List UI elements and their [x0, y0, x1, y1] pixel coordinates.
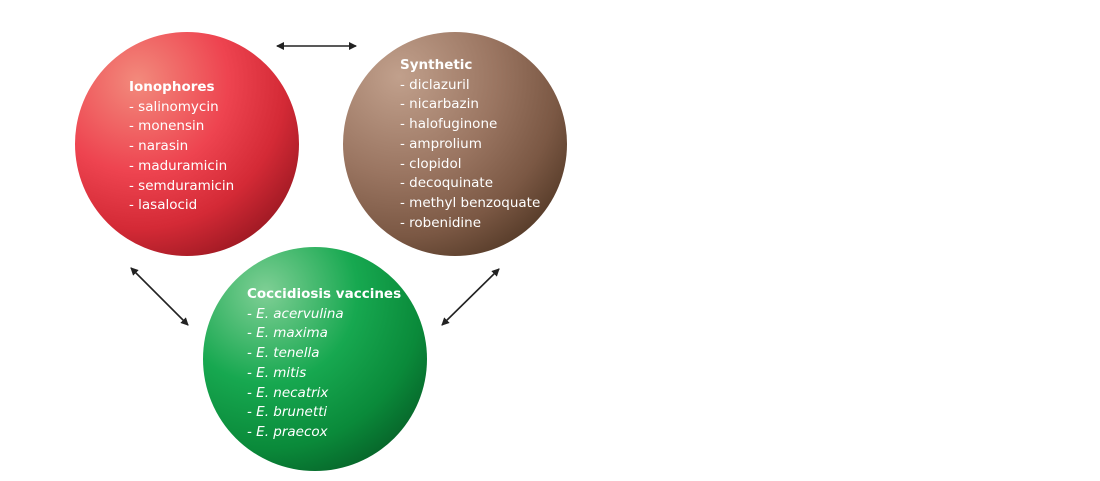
list-item: - E. acervulina	[247, 305, 344, 322]
list-item: - clopidol	[400, 155, 462, 172]
list-item: - amprolium	[400, 135, 482, 152]
list-item: - narasin	[129, 138, 189, 155]
vaccines-list: Coccidiosis vaccines - E. acervulina - E…	[247, 285, 401, 443]
list-item: - monensin	[129, 118, 205, 135]
list-item: - nicarbazin	[400, 96, 479, 113]
list-item: - E. mitis	[247, 364, 307, 381]
list-item: - semduramicin	[129, 177, 235, 194]
list-item: - E. tenella	[247, 345, 320, 362]
list-item: - halofuginone	[400, 116, 498, 133]
double-arrow-icon	[130, 267, 189, 326]
double-arrow-icon	[441, 268, 500, 326]
ionophores-list: Ionophores - salinomycin - monensin - na…	[129, 78, 234, 216]
list-item: - robenidine	[400, 214, 482, 231]
vaccines-circle	[203, 247, 427, 471]
list-item: - lasalocid	[129, 197, 198, 214]
list-item: - salinomycin	[129, 98, 219, 115]
list-item: - E. necatrix	[247, 384, 329, 401]
list-item: - maduramicin	[129, 157, 228, 174]
list-item: - E. maxima	[247, 325, 328, 342]
vaccines-title: Coccidiosis vaccines	[247, 286, 402, 302]
list-item: - diclazuril	[400, 76, 470, 93]
list-item: - E. brunetti	[247, 404, 328, 421]
ionophores-title: Ionophores	[129, 79, 215, 95]
synthetic-circle	[343, 32, 567, 256]
list-item: - methyl benzoquate	[400, 194, 541, 211]
ionophores-circle	[75, 32, 299, 256]
list-item: - E. praecox	[247, 423, 328, 440]
synthetic-list: Synthetic - diclazuril - nicarbazin - ha…	[400, 56, 540, 233]
synthetic-title: Synthetic	[400, 57, 473, 73]
list-item: - decoquinate	[400, 175, 494, 192]
